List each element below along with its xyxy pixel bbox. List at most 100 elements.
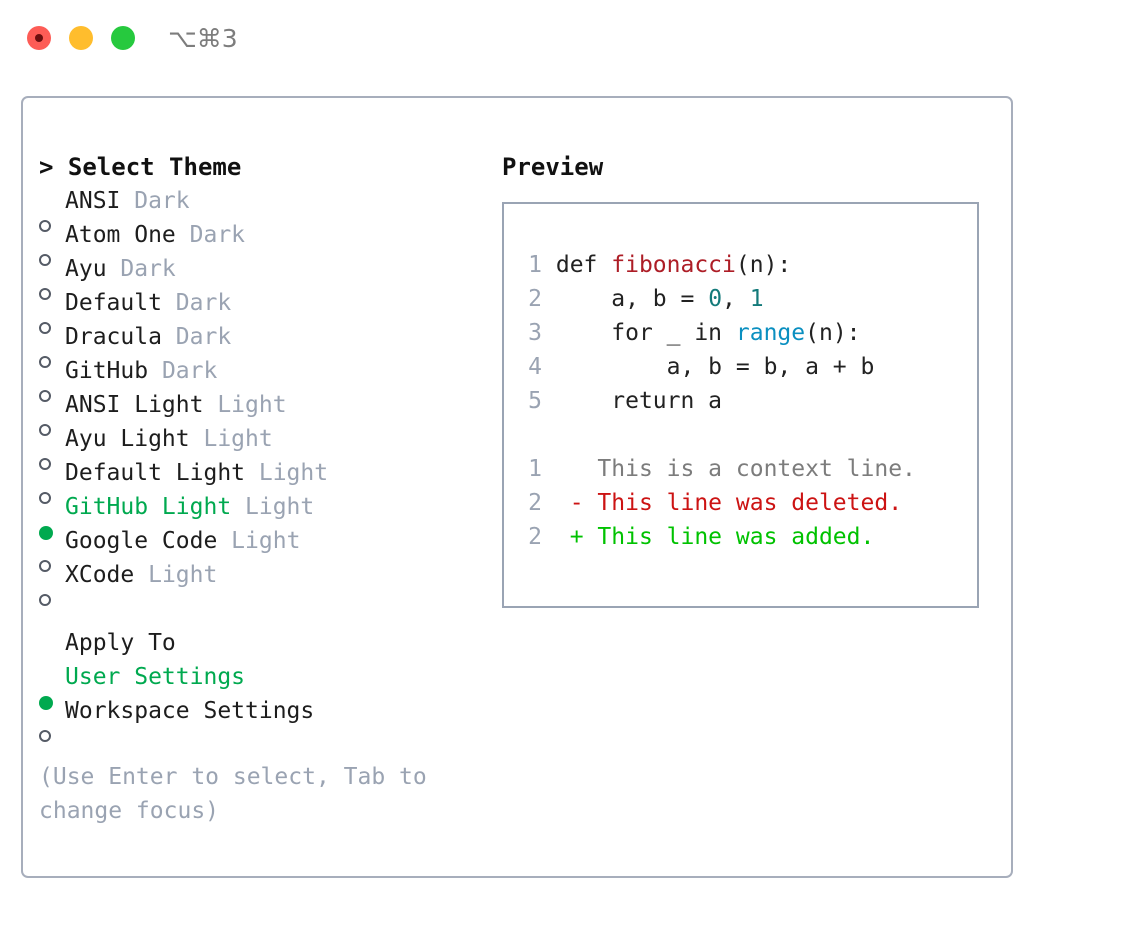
code-line: 4 a, b = b, a + b <box>520 350 916 384</box>
line-number: 5 <box>528 388 542 414</box>
line-number: 3 <box>528 320 542 346</box>
radio-dot <box>39 390 51 402</box>
code-token: def <box>555 252 612 278</box>
item-variant-label: Light <box>231 494 315 520</box>
apply-to-option[interactable]: User Settings <box>39 660 489 710</box>
code-diff-separator <box>520 418 916 452</box>
window-shortcut-label: ⌥⌘3 <box>168 24 238 53</box>
item-label: GitHub Light <box>65 494 232 520</box>
radio-dot <box>39 254 51 266</box>
theme-list-item[interactable]: XCode Light <box>39 558 489 606</box>
radio-dot <box>39 322 51 334</box>
code-token: for _ in <box>555 320 736 346</box>
radio-dot <box>39 560 51 572</box>
theme-list-item[interactable]: Ayu Light Light <box>39 422 489 470</box>
item-label: Dracula <box>65 324 162 350</box>
close-window-button[interactable] <box>27 26 51 50</box>
code-token: a, b = b, a + b <box>555 354 875 380</box>
code-token: return a <box>555 388 723 414</box>
traffic-lights <box>27 26 135 50</box>
code-token: a, b = <box>555 286 709 312</box>
list-spacer <box>39 592 489 626</box>
code-token: range <box>735 320 806 346</box>
diff-marker: + <box>555 524 598 550</box>
theme-list-item[interactable]: Dracula Dark <box>39 320 489 368</box>
item-label: Workspace Settings <box>65 698 315 724</box>
diff-marker: - <box>555 490 598 516</box>
item-label: Ayu <box>65 256 107 282</box>
item-label: XCode <box>65 562 135 588</box>
line-number: 1 <box>528 252 542 278</box>
select-theme-heading: > Select Theme <box>39 153 242 181</box>
radio-dot <box>39 492 51 504</box>
code-token: , <box>722 286 750 312</box>
item-label: User Settings <box>65 664 246 690</box>
item-label: Google Code <box>65 528 218 554</box>
line-number: 1 <box>528 456 542 482</box>
diff-text: This line was deleted. <box>597 490 903 516</box>
code-token: 0 <box>708 286 723 312</box>
code-token: 1 <box>749 286 764 312</box>
theme-list-item[interactable]: GitHub Dark <box>39 354 489 402</box>
item-variant-label: Dark <box>106 256 176 282</box>
keyboard-hint-text: (Use Enter to select, Tab to change focu… <box>39 764 427 824</box>
theme-list-item[interactable]: Ayu Dark <box>39 252 489 300</box>
title-bar: ⌥⌘3 <box>0 0 1140 78</box>
item-label: Default Light <box>65 460 246 486</box>
diff-marker <box>556 456 598 482</box>
minimize-window-button[interactable] <box>69 26 93 50</box>
item-variant-label: Dark <box>120 188 190 214</box>
radio-dot <box>39 424 51 436</box>
apply-to-heading: Apply To <box>65 630 176 656</box>
theme-list-item[interactable]: Google Code Light <box>39 524 489 572</box>
theme-list-item[interactable]: ANSI Dark <box>39 184 489 232</box>
item-variant-label: Light <box>203 392 287 418</box>
diff-text: This is a context line. <box>597 456 916 482</box>
radio-dot <box>39 696 53 710</box>
item-variant-label: Light <box>245 460 329 486</box>
code-token: (n): <box>735 252 792 278</box>
radio-dot <box>39 730 51 742</box>
item-variant-label: Dark <box>148 358 218 384</box>
diff-line: 2 + This line was added. <box>520 520 916 554</box>
theme-list-item[interactable]: ANSI Light Light <box>39 388 489 436</box>
radio-dot <box>39 458 51 470</box>
theme-list-item[interactable]: Default Dark <box>39 286 489 334</box>
item-variant-label: Dark <box>161 290 232 316</box>
radio-dot <box>39 220 51 232</box>
theme-list-item[interactable]: Atom One Dark <box>39 218 489 266</box>
theme-list-item[interactable]: GitHub Light Light <box>39 490 489 540</box>
maximize-window-button[interactable] <box>111 26 135 50</box>
radio-dot <box>39 288 51 300</box>
preview-heading: Preview <box>502 153 604 181</box>
radio-dot <box>39 594 51 606</box>
line-number: 2 <box>528 490 542 516</box>
preview-column: Preview 1 def fibonacci(n):2 a, b = 0, 1… <box>502 150 1002 608</box>
item-variant-label: Light <box>134 562 218 588</box>
apply-to-option[interactable]: Workspace Settings <box>39 694 489 742</box>
code-line: 2 a, b = 0, 1 <box>520 282 916 316</box>
item-label: Ayu Light <box>65 426 190 452</box>
item-label: Atom One <box>65 222 176 248</box>
diff-line: 1 This is a context line. <box>520 452 916 486</box>
item-variant-label: Dark <box>161 324 232 350</box>
code-line: 1 def fibonacci(n): <box>520 248 916 282</box>
item-label: ANSI <box>65 188 121 214</box>
item-label: Default <box>65 290 162 316</box>
diff-text: This line was added. <box>597 524 875 550</box>
code-line: 3 for _ in range(n): <box>520 316 916 350</box>
item-variant-label: Light <box>217 528 301 554</box>
item-variant-label: Dark <box>175 222 246 248</box>
theme-list-item[interactable]: Default Light Light <box>39 456 489 504</box>
code-token: fibonacci <box>611 252 736 278</box>
line-number: 4 <box>528 354 542 380</box>
item-variant-label: Light <box>189 426 273 452</box>
item-label: ANSI Light <box>65 392 204 418</box>
item-label: GitHub <box>65 358 149 384</box>
